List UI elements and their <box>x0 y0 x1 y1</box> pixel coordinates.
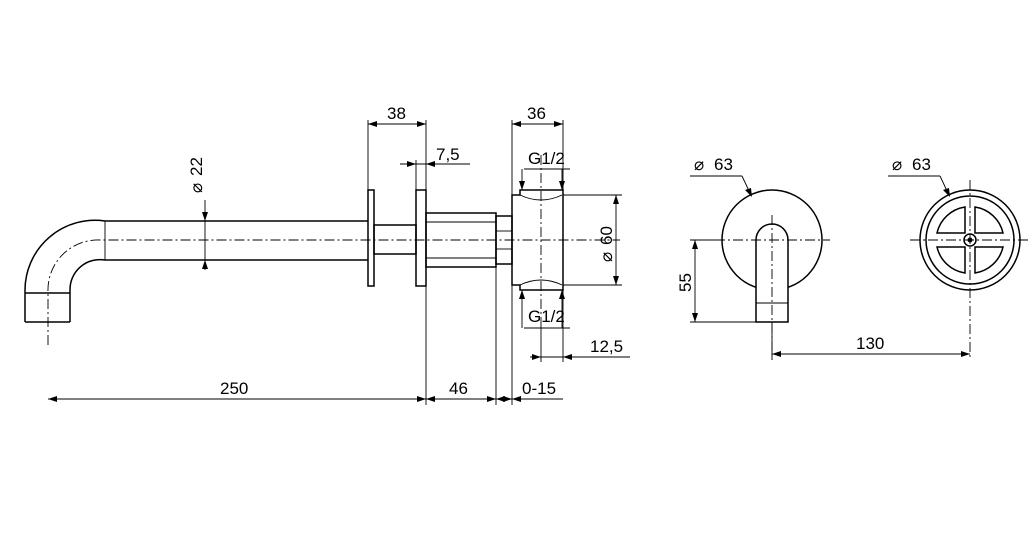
dim-130-label: 130 <box>856 334 884 353</box>
dia63-right-callout: ⌀ 63 <box>888 155 950 197</box>
dim-12-5: 12,5 <box>530 290 630 362</box>
dim-250-label: 250 <box>220 379 248 398</box>
front-view-handle: ⌀ 63 <box>888 155 1030 360</box>
handle-window-tl <box>936 206 966 234</box>
dia63-left-label: 63 <box>714 155 733 174</box>
dia22-label: 22 <box>187 157 206 176</box>
dia60-label: 60 <box>597 226 616 245</box>
dia63-left-symbol: ⌀ <box>694 155 704 174</box>
dim-46-label: 46 <box>449 379 468 398</box>
thread-callout-top: G1/2 <box>519 149 570 190</box>
g12-top-label: G1/2 <box>528 149 565 168</box>
dim-chain-bottom: 250 46 0-15 <box>48 267 563 405</box>
dim-12-5-label: 12,5 <box>590 337 623 356</box>
wall-flange <box>367 189 375 287</box>
dim-diameter-22: ⌀ 22 <box>187 157 208 270</box>
dim-diameter-60: ⌀ 60 <box>563 194 622 286</box>
dim-36-label: 36 <box>527 104 546 123</box>
g12-bottom-label: G1/2 <box>528 307 565 326</box>
side-view: ⌀ 22 38 7,5 36 <box>24 104 630 405</box>
dim-38: 38 <box>367 104 427 190</box>
pipe-connector <box>373 224 417 255</box>
dia63-right-label: 63 <box>912 155 931 174</box>
dim-0-15-label: 0-15 <box>522 379 556 398</box>
front-view-spout: ⌀ 63 55 <box>676 155 830 360</box>
spout <box>24 219 620 345</box>
dim-7-5-label: 7,5 <box>436 145 460 164</box>
rosette-plate <box>415 189 427 287</box>
dia63-right-symbol: ⌀ <box>892 155 902 174</box>
dim-55: 55 <box>676 239 756 323</box>
dia60-symbol: ⌀ <box>597 252 616 262</box>
dim-130: 130 <box>771 322 970 360</box>
dia63-left-callout: ⌀ 63 <box>690 155 752 197</box>
dim-7-5: 7,5 <box>400 145 470 190</box>
handle-window-bl <box>936 246 966 274</box>
handle-window-tr <box>974 206 1004 234</box>
thread-callout-bottom: G1/2 <box>519 290 570 329</box>
handle-window-br <box>974 246 1004 274</box>
dim-36: 36 <box>511 104 564 195</box>
dia22-symbol: ⌀ <box>187 183 206 193</box>
dim-38-label: 38 <box>387 104 406 123</box>
dim-55-label: 55 <box>676 273 695 292</box>
valve-body <box>511 155 564 320</box>
